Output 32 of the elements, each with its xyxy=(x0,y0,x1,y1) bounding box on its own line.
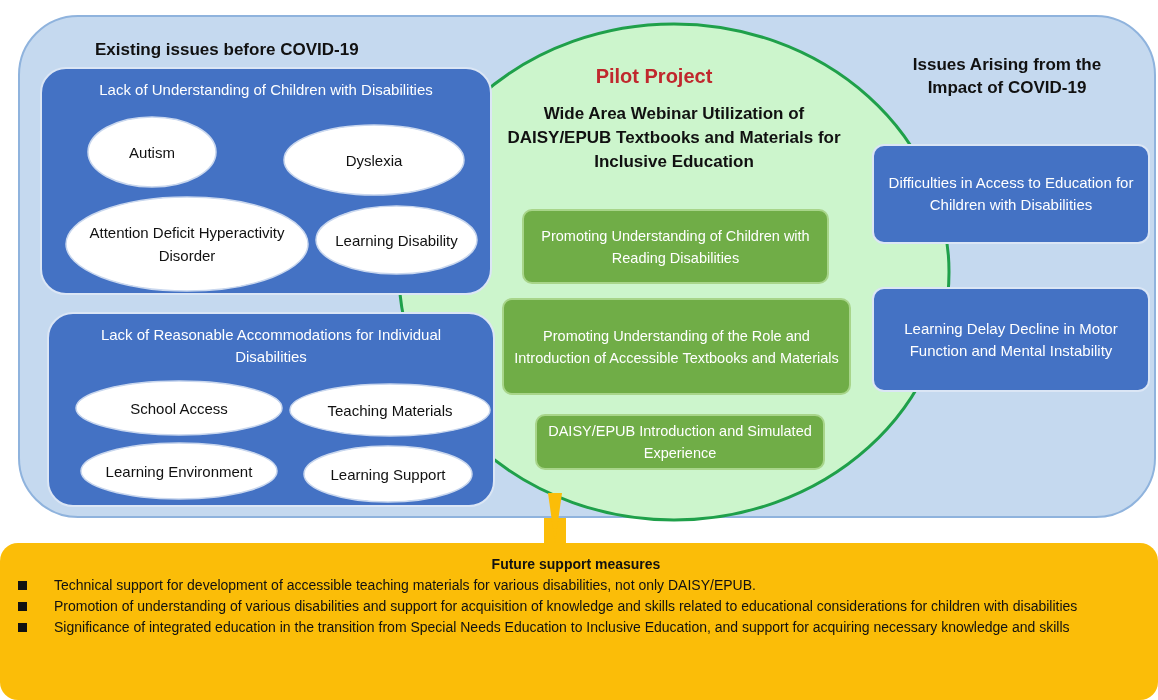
oval-label: Attention Deficit Hyperactivity Disorder xyxy=(88,223,286,266)
activity-card xyxy=(535,414,825,470)
activity-card xyxy=(502,298,851,395)
category-panel xyxy=(40,67,492,295)
measures-panel xyxy=(0,543,1158,700)
activity-label: Promoting Understanding of Children with Reading Disabilities xyxy=(540,226,811,268)
section-heading: Issues Arising from the Impact of COVID-19 xyxy=(911,54,1103,99)
down-arrow xyxy=(544,493,566,543)
panel-title: Lack of Reasonable Accommodations for Individual Disabilities xyxy=(99,325,443,367)
oval-label: School Access xyxy=(130,398,228,419)
bullet-item: Promotion of understanding of various disabilities and support for acquisition of knowledge and skills related to educational considerations for children with disabilities xyxy=(18,597,1134,616)
bullet-item: Technical support for development of accessible teaching materials for various disabilities, not only DAISY/EPUB. xyxy=(18,576,1134,595)
oval-label: Dyslexia xyxy=(345,150,403,171)
panel-title: Lack of Understanding of Children with Disabilities xyxy=(98,80,434,100)
oval-label: Learning Support xyxy=(330,464,446,485)
oval-label: Autism xyxy=(129,142,175,163)
oval-label: Learning Disability xyxy=(335,230,458,251)
impact-label: Difficulties in Access to Education for Children with Disabilities xyxy=(887,173,1135,215)
oval-label: Learning Environment xyxy=(105,461,253,482)
section-heading: Existing issues before COVID-19 xyxy=(95,39,360,61)
panel-title: Future support measures xyxy=(490,555,662,574)
impact-label: Learning Delay Decline in Motor Function and Mental Instability xyxy=(903,318,1119,361)
activity-card xyxy=(522,209,829,284)
project-label: Pilot Project xyxy=(594,64,714,88)
activity-label: DAISY/EPUB Introduction and Simulated Experience xyxy=(547,422,813,463)
impact-card xyxy=(872,144,1150,244)
activity-label: Promoting Understanding of the Role and Introduction of Accessible Textbooks and Materials xyxy=(514,326,839,368)
impact-card xyxy=(872,287,1150,392)
category-panel xyxy=(47,312,495,507)
oval-label: Teaching Materials xyxy=(327,400,453,421)
project-title: Wide Area Webinar Utilization of DAISY/EPUB Textbooks and Materials for Inclusive Education xyxy=(506,103,842,173)
bullet-item: Significance of integrated education in the transition from Special Needs Education to Inclusive Education, and support for acquiring necessary knowledge and skills xyxy=(18,618,1134,637)
